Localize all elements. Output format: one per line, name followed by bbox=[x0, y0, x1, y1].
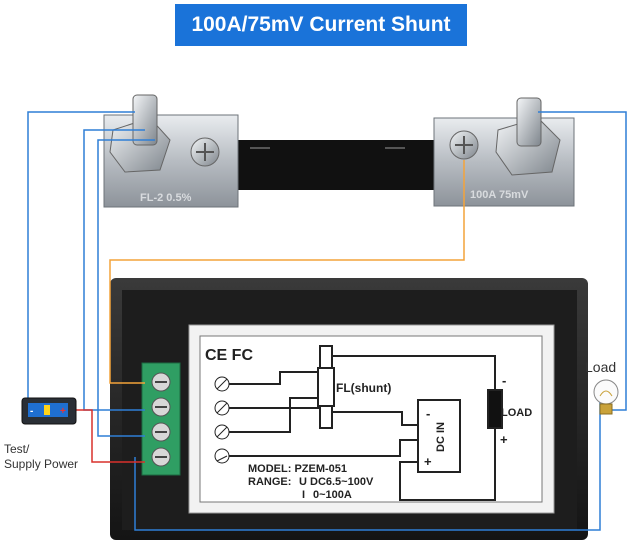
wire-orange-shunt bbox=[109, 160, 465, 384]
wire-red-supply bbox=[70, 409, 145, 463]
title-text: 100A/75mV Current Shunt bbox=[191, 13, 451, 36]
battery-label-line2: Supply Power bbox=[4, 457, 78, 471]
panel-meter: CE FC FL(shunt) LOAD DC IN - + - + MODEL… bbox=[110, 278, 588, 540]
dc-in-minus: - bbox=[426, 406, 430, 421]
dc-in-plus: + bbox=[424, 454, 432, 469]
range-label: RANGE: bbox=[248, 476, 291, 488]
battery-label-line1: Test/ bbox=[4, 442, 30, 456]
lamp-icon bbox=[593, 379, 619, 415]
shunt-left-label: FL-2 0.5% bbox=[140, 192, 192, 204]
range-u-prefix: U bbox=[299, 476, 307, 488]
wire-blue-load bbox=[538, 111, 627, 411]
wire-blue-battery bbox=[27, 111, 135, 398]
wire-blue-shunt-left-2 bbox=[97, 139, 155, 437]
range-u: DC6.5~100V bbox=[310, 476, 374, 488]
range-i: 0~100A bbox=[313, 489, 352, 501]
title-banner: 100A/75mV Current Shunt bbox=[175, 4, 467, 46]
cert-marks: CE FC bbox=[205, 347, 253, 364]
shunt-schematic-label: FL(shunt) bbox=[336, 381, 391, 395]
battery: - + bbox=[21, 397, 77, 425]
svg-text:-: - bbox=[30, 406, 33, 417]
wires bbox=[27, 111, 627, 531]
svg-text:+: + bbox=[60, 406, 66, 417]
wire-blue-shunt-left bbox=[83, 129, 145, 411]
load-minus: - bbox=[502, 373, 506, 388]
shunt-right-label: 100A 75mV bbox=[470, 189, 529, 201]
terminal-screws bbox=[151, 372, 171, 467]
dc-in-label: DC IN bbox=[435, 422, 447, 452]
load-plus: + bbox=[500, 432, 508, 447]
current-shunt: FL-2 0.5% 100A 75mV bbox=[103, 94, 575, 208]
lamp-label: Load bbox=[585, 359, 616, 375]
range-i-prefix: I bbox=[302, 489, 305, 501]
wire-blue-load-2 bbox=[134, 400, 601, 531]
load-schematic-label: LOAD bbox=[501, 407, 532, 419]
model-line: MODEL: PZEM-051 bbox=[248, 463, 347, 475]
